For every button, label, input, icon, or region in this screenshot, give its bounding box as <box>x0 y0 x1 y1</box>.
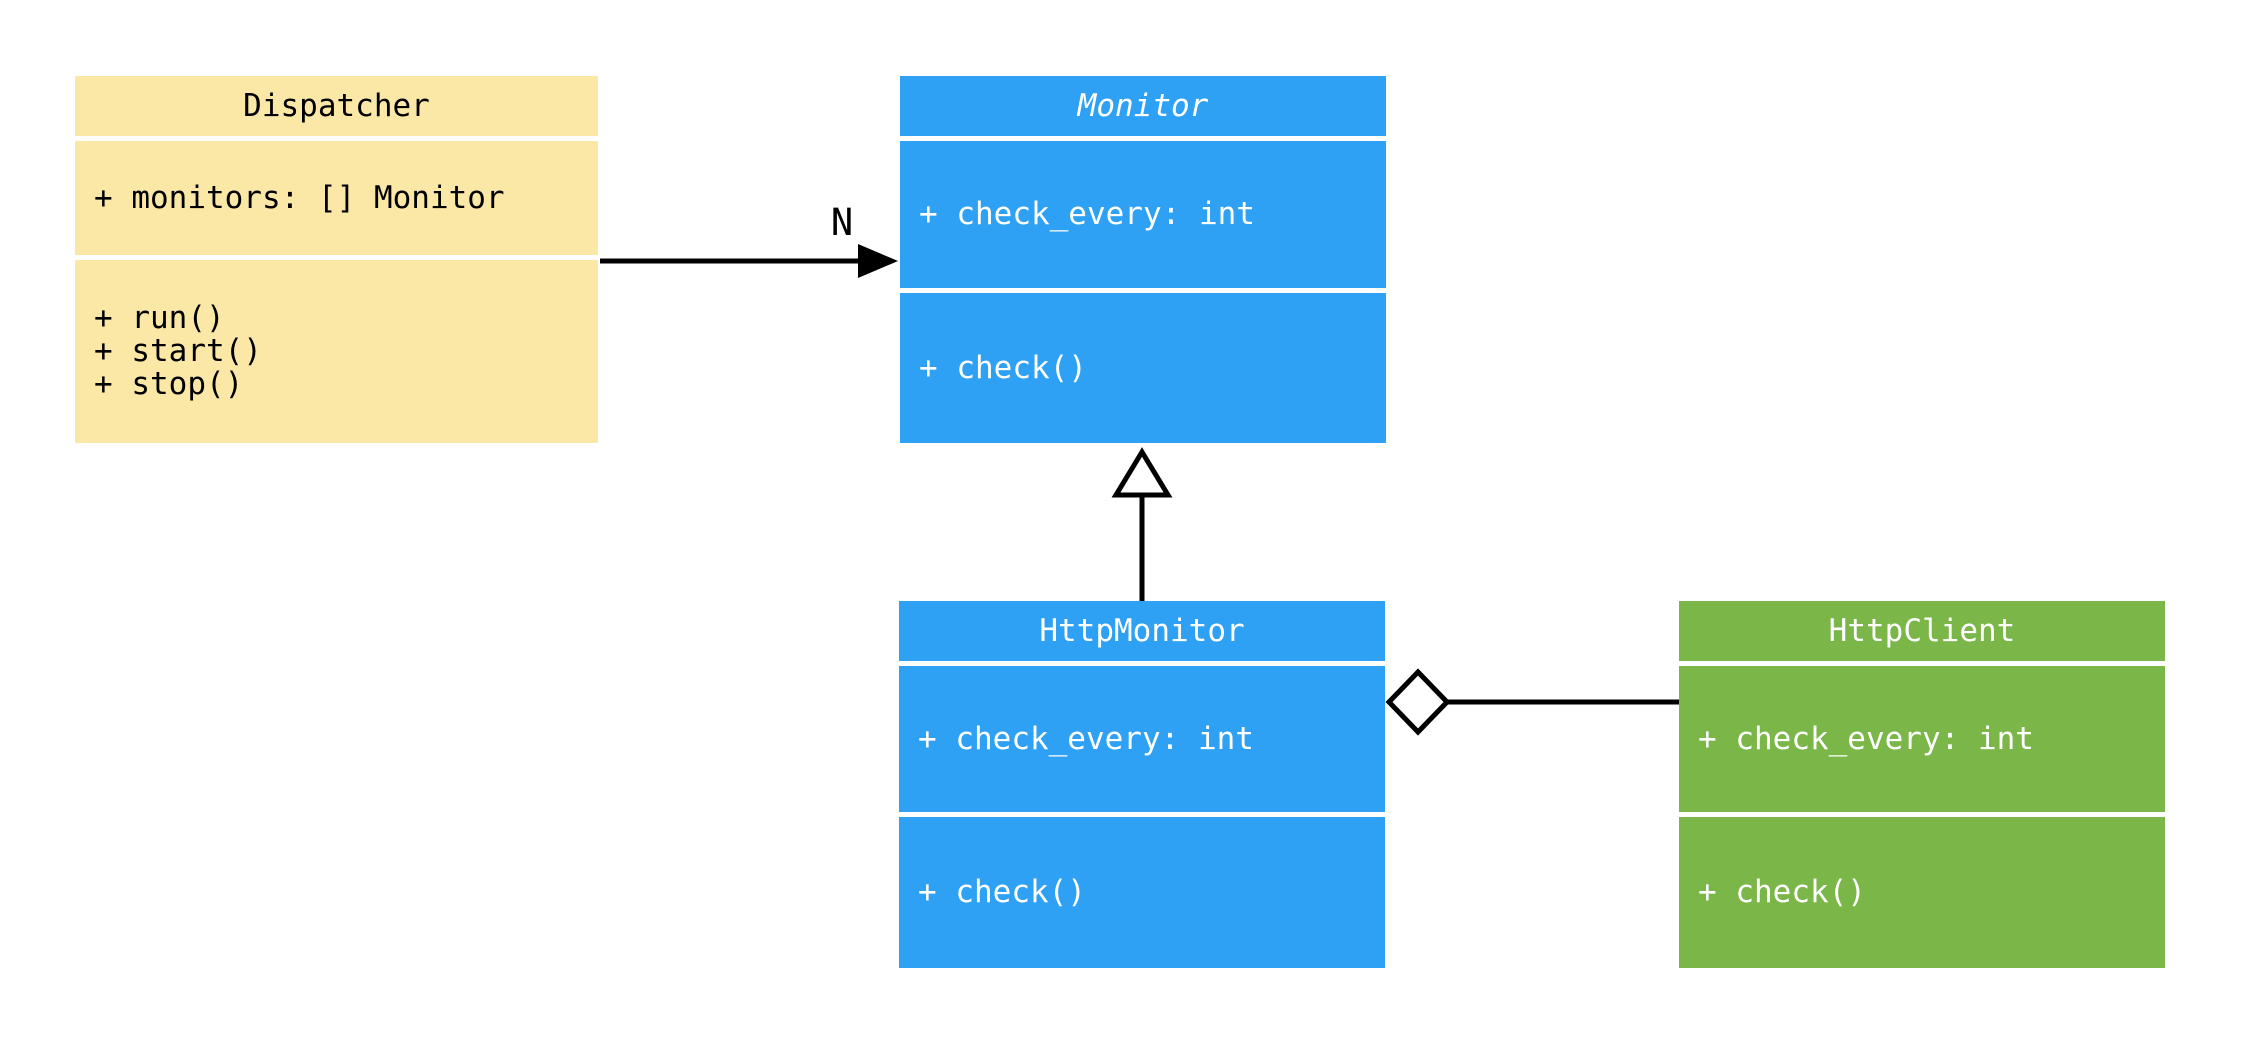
methods-compartment: + check() <box>1679 817 2165 968</box>
class-node-dispatcher: Dispatcher + monitors: [] Monitor + run(… <box>75 76 598 443</box>
class-title: HttpMonitor <box>899 601 1385 661</box>
attributes-compartment: + check_every: int <box>900 141 1386 288</box>
class-title: Monitor <box>900 76 1386 136</box>
methods-compartment: + run() + start() + stop() <box>75 260 598 443</box>
attributes-compartment: + monitors: [] Monitor <box>75 141 598 255</box>
attribute: + check_every: int <box>919 196 1255 232</box>
attributes-compartment: + check_every: int <box>1679 666 2165 812</box>
attribute: + monitors: [] Monitor <box>94 179 505 216</box>
association-arrowhead-icon <box>858 244 898 278</box>
class-node-httpclient: HttpClient + check_every: int + check() <box>1679 601 2165 968</box>
method: + check() <box>919 349 1087 386</box>
methods-compartment: + check() <box>899 817 1385 968</box>
class-node-httpmonitor: HttpMonitor + check_every: int + check() <box>899 601 1385 968</box>
attribute: + check_every: int <box>918 720 1254 757</box>
class-title: HttpClient <box>1679 601 2165 661</box>
methods-compartment: + check() <box>900 293 1386 443</box>
class-title: Dispatcher <box>75 76 598 136</box>
association-multiplicity-label: N <box>830 201 854 244</box>
inheritance-triangle-icon <box>1111 447 1173 498</box>
method: + stop() <box>94 366 244 402</box>
attributes-compartment: + check_every: int <box>899 666 1385 812</box>
aggregation-diamond-icon <box>1385 668 1451 736</box>
method: + check() <box>918 874 1086 910</box>
attribute: + check_every: int <box>1698 720 2034 757</box>
method: + run() <box>94 300 225 336</box>
class-node-monitor: Monitor + check_every: int + check() <box>900 76 1386 443</box>
method: + check() <box>1698 874 1866 910</box>
method: + start() <box>94 333 262 369</box>
